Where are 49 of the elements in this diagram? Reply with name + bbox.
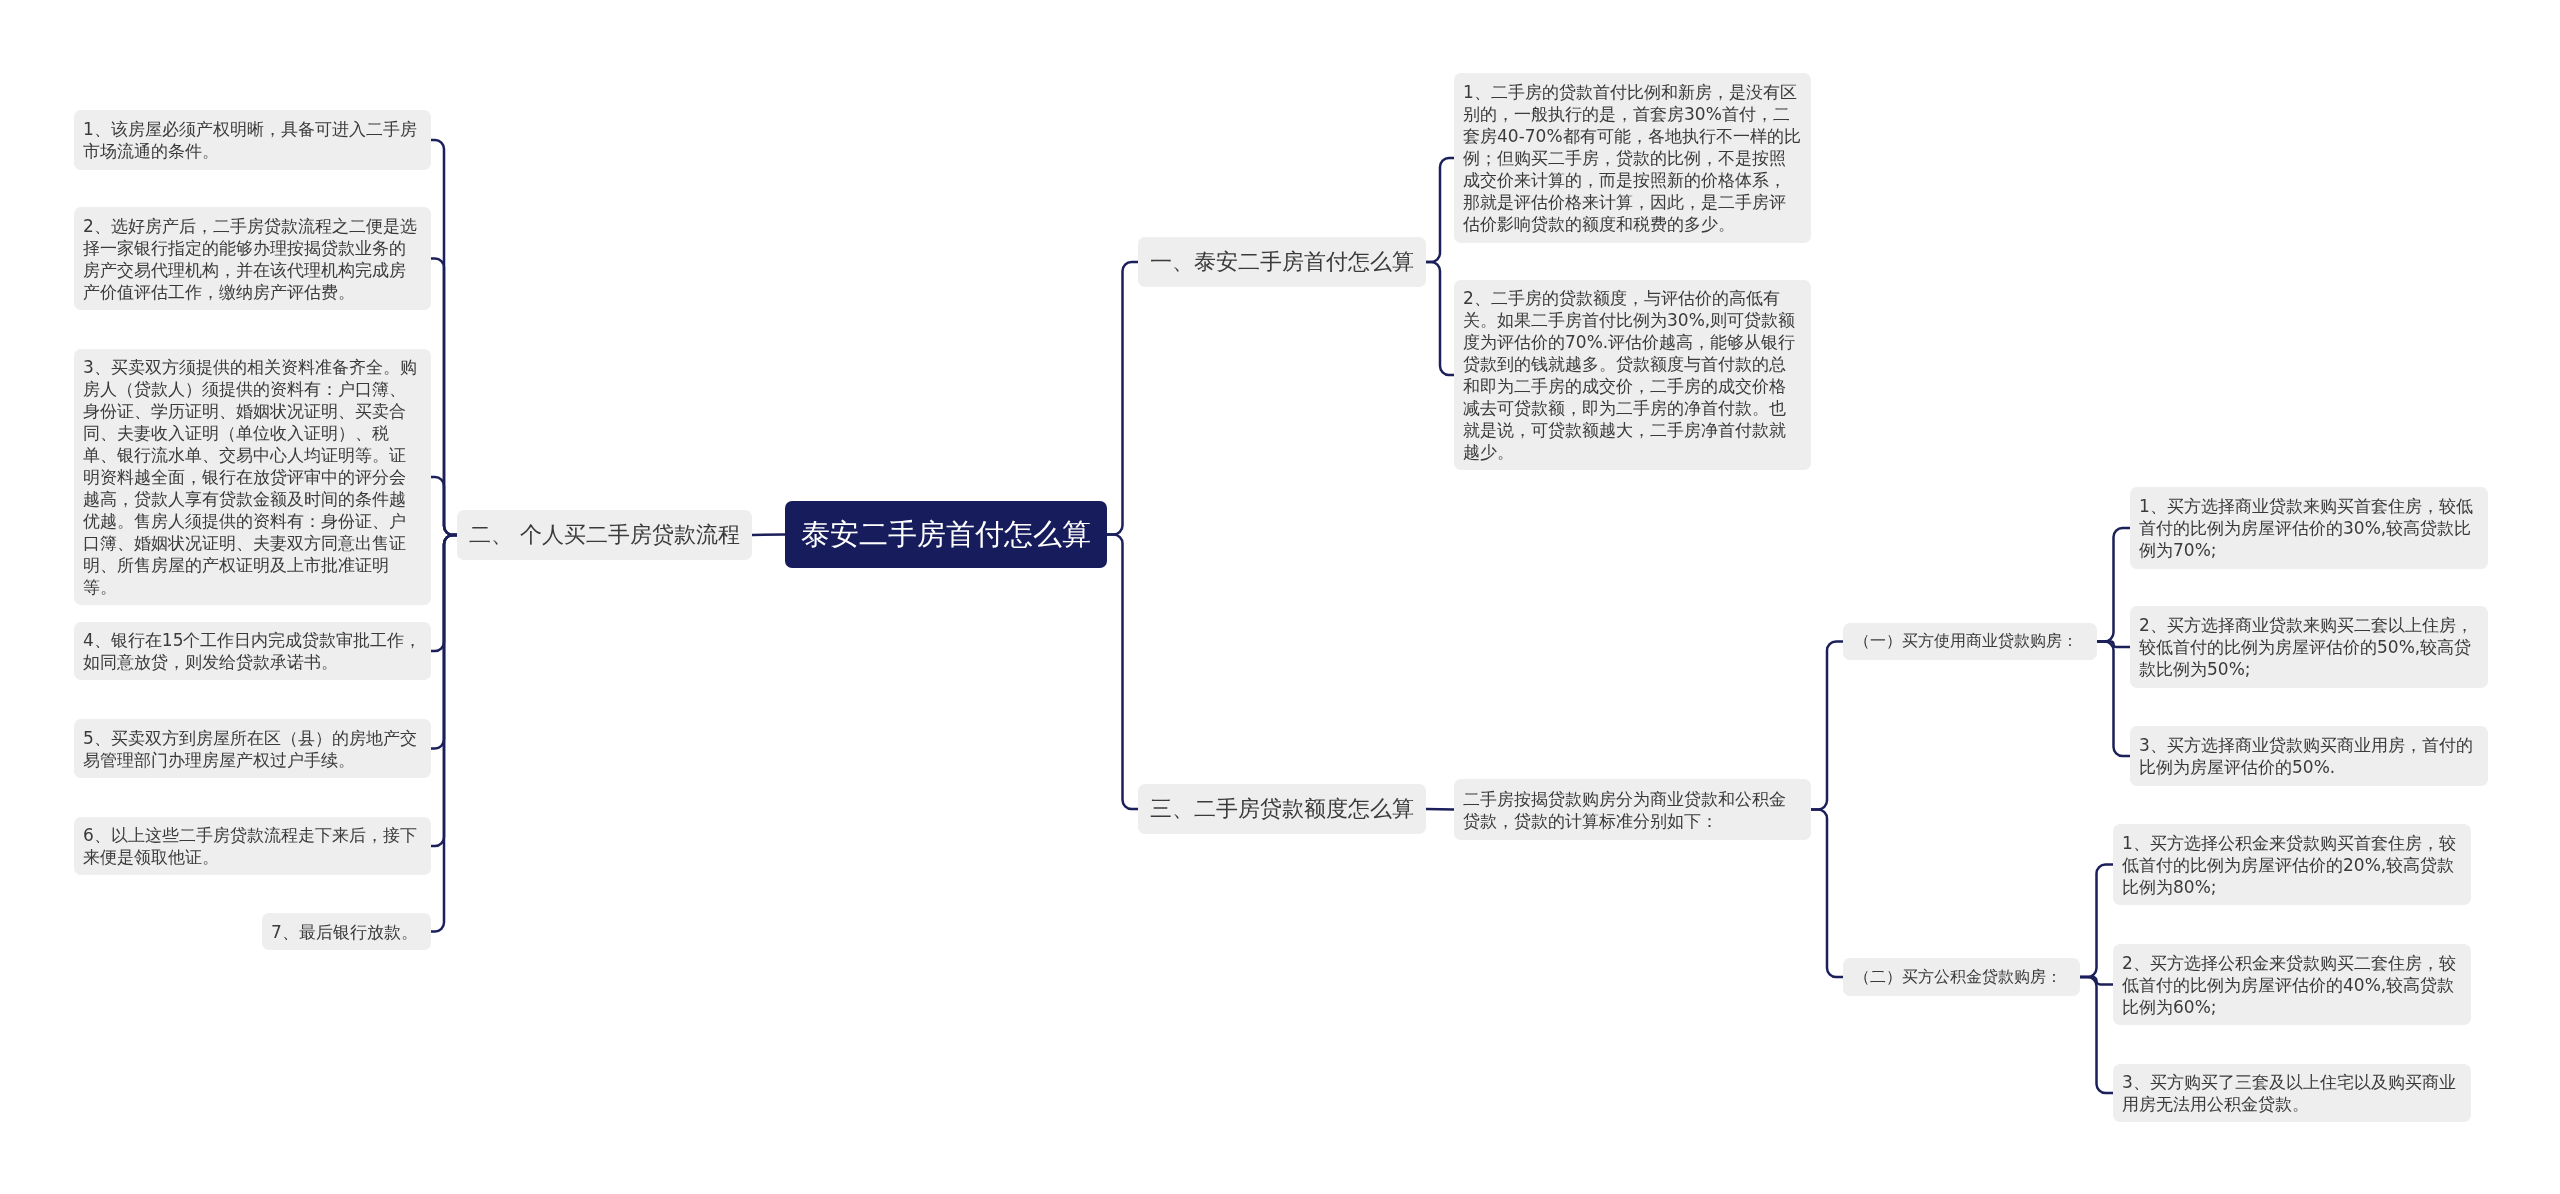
note-card — [74, 719, 431, 778]
note-text: 4、银行在15个工作日内完成贷款审批工作，如同意放贷，则发给贷款承诺书。 — [83, 629, 422, 673]
note-text: 3、买方购买了三套及以上住宅以及购买商业用房无法用公积金贷款。 — [2122, 1071, 2457, 1115]
central-topic-box — [785, 501, 1107, 568]
branch-topic-box — [1138, 784, 1426, 834]
note-card — [74, 110, 431, 170]
note-text: 2、买方选择商业贷款来购买二套以上住房，较低首付的比例为房屋评估价的50%,较高贷款比例为50%; — [2139, 614, 2474, 680]
note-card — [2130, 606, 2488, 688]
branch-topic-text: 一、泰安二手房首付怎么算 — [1150, 248, 1414, 276]
note-text: 6、以上这些二手房贷款流程走下来后，接下来便是领取他证。 — [83, 824, 418, 868]
note-text: 3、买方选择商业贷款购买商业用房，首付的比例为房屋评估价的50%. — [2139, 734, 2474, 778]
note-text: 二手房按揭贷款购房分为商业贷款和公积金贷款，贷款的计算标准分别如下： — [1463, 787, 1787, 832]
note-card — [2113, 824, 2471, 905]
note-text: 2、选好房产后，二手房贷款流程之二便是选择一家银行指定的能够办理按揭贷款业务的房产交易代理机构，并在该代理机构完成房产价值评估工作，缴纳房产评估费。 — [83, 214, 418, 303]
note-card — [262, 913, 431, 950]
connector-line — [2095, 640, 2132, 758]
note-text: 5、买卖双方到房屋所在区（县）的房地产交易管理部门办理房屋产权过户手续。 — [83, 726, 418, 771]
connector-line — [1424, 807, 1456, 811]
branch-topic-box — [457, 510, 752, 560]
note-card — [2130, 726, 2488, 786]
connector-line — [750, 533, 787, 537]
connector-line — [1424, 260, 1456, 377]
note-text: 1、二手房的贷款首付比例和新房，是没有区别的，一般执行的是，首套房30%首付，二套房40-70%都有可能，各地执行不一样的比例；但购买二手房，贷款的比例，不是按照成交价来计算的，而是按照新的价格体系，那就是评估价格来计算，因此，是二手房评估价影响贷款的额度和税费的多少。 — [1463, 81, 1802, 235]
subtopic-text: （二）买方公积金贷款购房： — [1854, 966, 2062, 988]
connector-line — [2078, 975, 2115, 1095]
connector-line — [429, 533, 459, 933]
note-text: 3、买卖双方须提供的相关资料准备齐全。购房人（贷款人）须提供的资料有：户口簿、身份证、学历证明、婚姻状况证明、买卖合同、夫妻收入证明（单位收入证明）、税单、银行流水单、交易中心人均证明等。证明资料越全面，银行在放贷评审中的评分会越高，贷款人享有贷款金额及时间的条件越优越。售房人须提供的资料有：身份证、户口簿、婚姻状况证明、夫妻双方同意出售证明、所售房屋的产权证明及上市批准证明等。 — [83, 356, 418, 598]
note-card — [74, 207, 431, 310]
subtopic-box — [1843, 958, 2080, 996]
note-text: 7、最后银行放款。 — [271, 920, 418, 943]
note-card — [2113, 944, 2471, 1025]
note-text: 1、该房屋必须产权明晰，具备可进入二手房市场流通的条件。 — [83, 118, 418, 162]
branch-topic-text: 三、二手房贷款额度怎么算 — [1150, 795, 1414, 823]
subtopic-text: （一）买方使用商业贷款购房： — [1854, 631, 2078, 652]
note-card — [74, 622, 431, 680]
note-card — [2130, 487, 2488, 569]
note-text: 1、买方选择商业贷款来购买首套住房，较低首付的比例为房屋评估价的30%,较高贷款比例为70%; — [2139, 495, 2474, 561]
subtopic-box — [1843, 623, 2097, 660]
branch-topic-box — [1138, 237, 1426, 287]
note-text: 2、二手房的贷款额度，与评估价的高低有关。如果二手房首付比例为30%,则可贷款额度为评估价的70%.评估价越高，能够从银行贷款到的钱就越多。贷款额度与首付款的总和即为二手房的成交价，二手房的成交价格减去可贷款额，即为二手房的净首付款。也就是说，可贷款额越大，二手房净首付款就越少。 — [1463, 287, 1797, 463]
connector-line — [1105, 533, 1140, 811]
branch-topic-text: 二、 个人买二手房贷款流程 — [469, 521, 740, 549]
note-text: 1、买方选择公积金来贷款购买首套住房，较低首付的比例为房屋评估价的20%,较高贷款比例为80%; — [2122, 831, 2457, 898]
central-topic-text: 泰安二手房首付怎么算 — [801, 515, 1091, 553]
note-card — [2113, 1064, 2471, 1122]
note-card — [74, 817, 431, 875]
connector-line — [1809, 808, 1845, 979]
note-card — [1454, 779, 1811, 840]
note-text: 2、买方选择公积金来贷款购买二套住房，较低首付的比例为房屋评估价的40%,较高贷款比例为60%; — [2122, 951, 2457, 1018]
